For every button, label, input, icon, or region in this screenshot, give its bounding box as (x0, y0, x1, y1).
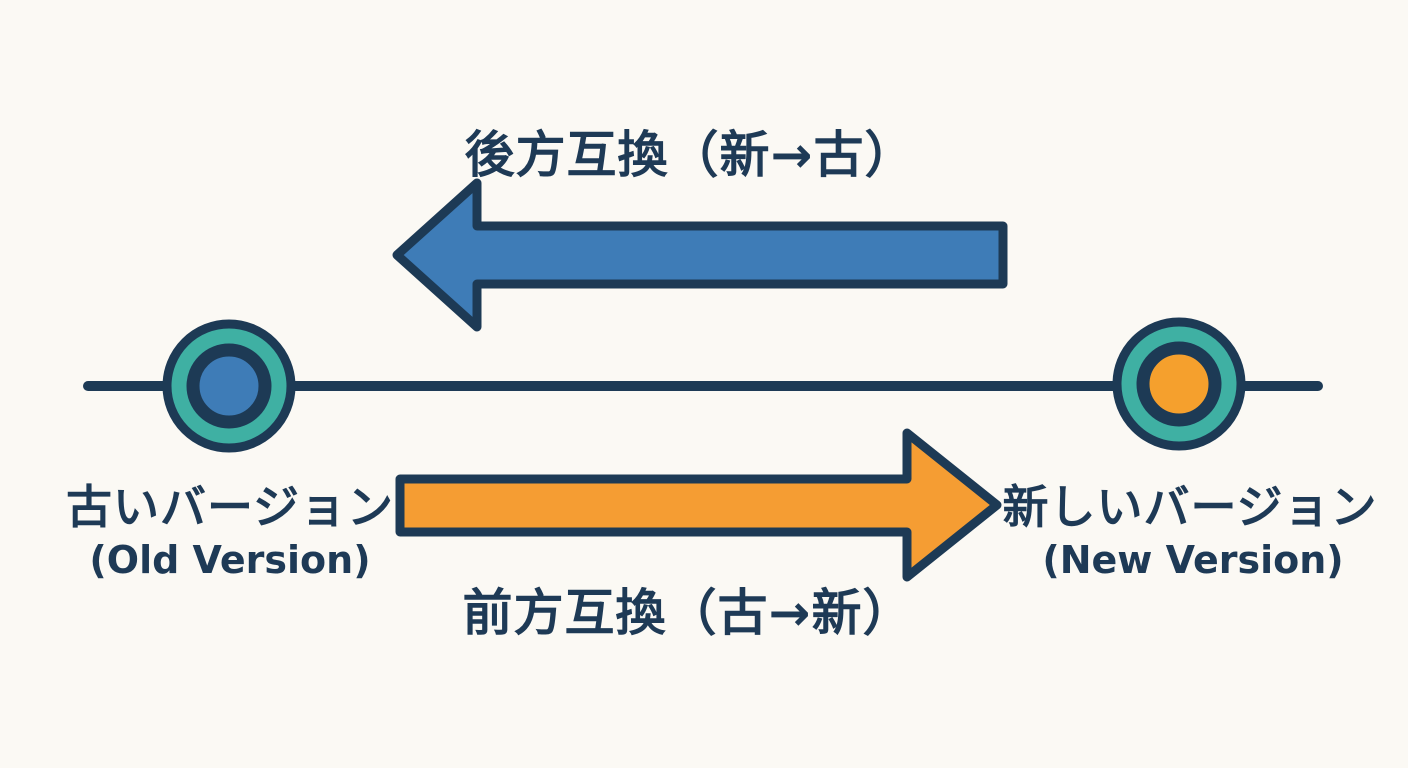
forward-arrow (395, 428, 1002, 582)
new-version-label-en: (New Version) (1042, 538, 1343, 582)
new-version-label-jp: 新しいバージョン (1002, 480, 1377, 534)
forward-arrow-label: 前方互換（古→新） (463, 584, 914, 642)
new-version-node (1112, 317, 1246, 451)
old-version-node (162, 319, 296, 453)
new-node-core (1136, 341, 1222, 427)
old-node-core (186, 343, 272, 429)
old-version-label-en: (Old Version) (89, 538, 370, 582)
backward-arrow-label: 後方互換（新→古） (465, 126, 916, 184)
old-version-label-jp: 古いバージョン (66, 480, 394, 534)
backward-arrow (392, 178, 1008, 332)
